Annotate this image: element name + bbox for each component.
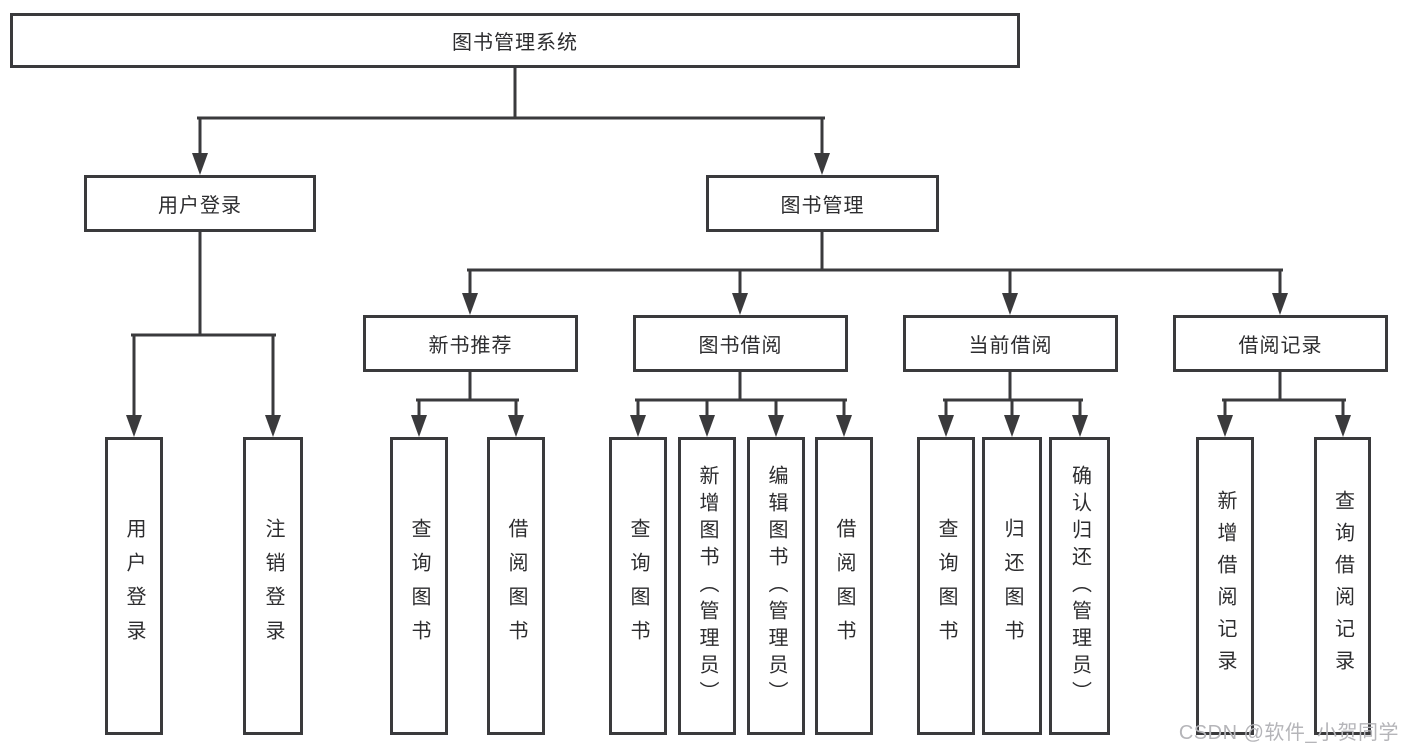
- node-leaf-confirm-return-admin: 确认归还（管理员）: [1049, 437, 1110, 735]
- node-label: 新增图书（管理员）: [696, 464, 718, 708]
- node-current-borrowing: 当前借阅: [903, 315, 1118, 372]
- node-label: 新增借阅记录: [1214, 490, 1236, 682]
- node-user-login: 用户登录: [84, 175, 316, 232]
- node-label: 借阅图书: [505, 518, 527, 654]
- arrowheads: [126, 153, 1351, 437]
- node-leaf-add-borrow-record: 新增借阅记录: [1196, 437, 1254, 735]
- node-borrowing-records: 借阅记录: [1173, 315, 1388, 372]
- node-label: 编辑图书（管理员）: [765, 464, 787, 708]
- node-label: 图书管理系统: [452, 32, 578, 54]
- node-leaf-logout: 注销登录: [243, 437, 303, 735]
- node-leaf-borrow-books-borrowing: 借阅图书: [815, 437, 873, 735]
- node-leaf-edit-book-admin: 编辑图书（管理员）: [747, 437, 805, 735]
- node-label: 确认归还（管理员）: [1068, 464, 1091, 708]
- node-leaf-add-book-admin: 新增图书（管理员）: [678, 437, 736, 735]
- node-book-borrowing: 图书借阅: [633, 315, 848, 372]
- node-leaf-query-borrow-record: 查询借阅记录: [1314, 437, 1371, 735]
- node-leaf-return-book: 归还图书: [982, 437, 1042, 735]
- node-book-management: 图书管理: [706, 175, 939, 232]
- node-leaf-user-login: 用户登录: [105, 437, 163, 735]
- node-library-system: 图书管理系统: [10, 13, 1020, 68]
- node-label: 用户登录: [123, 518, 145, 654]
- node-label: 注销登录: [262, 518, 284, 654]
- node-leaf-query-books-current: 查询图书: [917, 437, 975, 735]
- node-leaf-query-books-recommend: 查询图书: [390, 437, 448, 735]
- node-label: 用户登录: [158, 195, 242, 217]
- node-label: 查询图书: [408, 518, 430, 654]
- node-new-book-recommendation: 新书推荐: [363, 315, 578, 372]
- node-label: 借阅图书: [833, 518, 855, 654]
- node-label: 查询图书: [627, 518, 649, 654]
- node-label: 当前借阅: [968, 335, 1053, 357]
- node-label: 图书借阅: [698, 335, 783, 357]
- watermark: CSDN @软件_小贺同学: [1178, 722, 1399, 744]
- node-label: 查询借阅记录: [1331, 490, 1354, 682]
- node-label: 图书管理: [780, 195, 865, 217]
- node-label: 查询图书: [935, 518, 957, 654]
- node-leaf-query-books-borrowing: 查询图书: [609, 437, 667, 735]
- node-label: 归还图书: [1001, 518, 1023, 654]
- node-label: 借阅记录: [1238, 335, 1323, 357]
- node-leaf-borrow-books-recommend: 借阅图书: [487, 437, 545, 735]
- node-label: 新书推荐: [428, 335, 513, 357]
